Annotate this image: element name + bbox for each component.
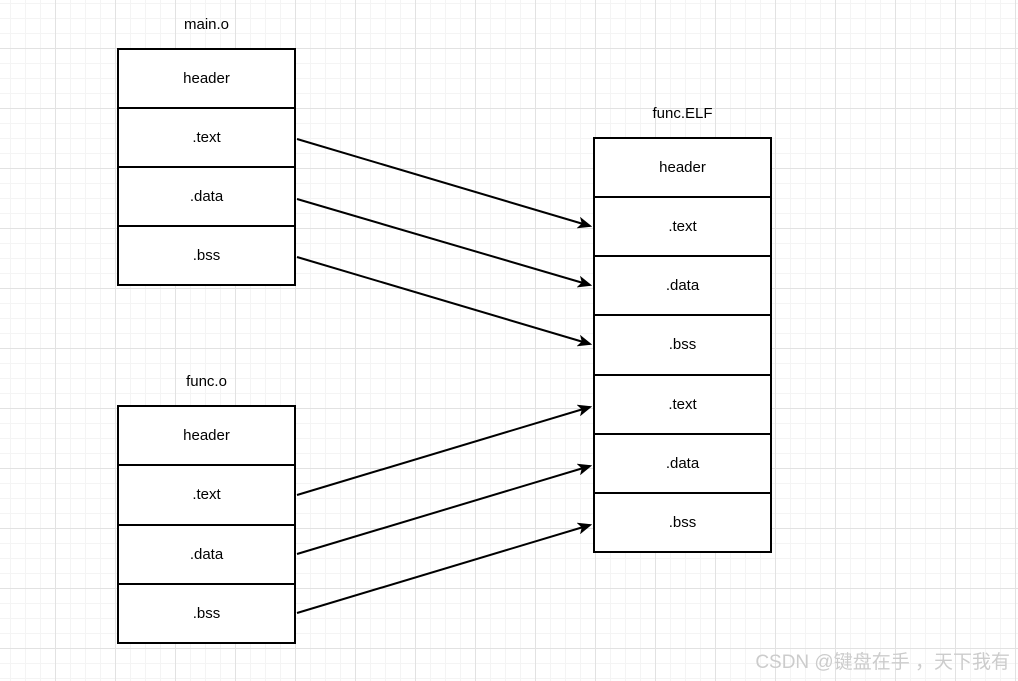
module-title-main-o: main.o [183, 16, 230, 33]
section-main-o-data: .data [119, 166, 294, 225]
module-title-func-elf: func.ELF [652, 105, 713, 122]
section-func-elf-data-1: .data [595, 255, 770, 314]
arrow-func-text-to-elf-text [296, 407, 590, 496]
module-func-o: header .text .data .bss [117, 405, 296, 644]
module-func-elf: header .text .data .bss .text .data .bss [593, 137, 772, 553]
section-func-elf-bss-2: .bss [595, 491, 770, 551]
module-title-func-o: func.o [186, 373, 227, 390]
section-main-o-text: .text [119, 107, 294, 166]
arrow-main-bss-to-elf-bss [296, 256, 590, 344]
module-main-o: header .text .data .bss [117, 48, 296, 286]
section-func-elf-text-1: .text [595, 196, 770, 255]
arrow-main-data-to-elf-data [296, 198, 590, 285]
section-func-elf-bss-1: .bss [595, 314, 770, 373]
section-func-elf-text-2: .text [595, 373, 770, 433]
arrow-main-text-to-elf-text [296, 138, 590, 226]
section-func-o-bss: .bss [119, 582, 294, 642]
arrow-func-data-to-elf-data [296, 466, 590, 555]
section-func-elf-data-2: .data [595, 432, 770, 492]
arrow-func-bss-to-elf-bss [296, 525, 590, 614]
section-main-o-header: header [183, 70, 230, 87]
section-func-o-text: .text [119, 464, 294, 523]
watermark: CSDN @键盘在手 ，天下我有 [755, 652, 1010, 673]
section-main-o-bss: .bss [119, 225, 294, 284]
section-func-o-header: header [183, 427, 230, 445]
section-func-o-data: .data [119, 523, 294, 583]
section-func-elf-header: header [659, 159, 706, 177]
